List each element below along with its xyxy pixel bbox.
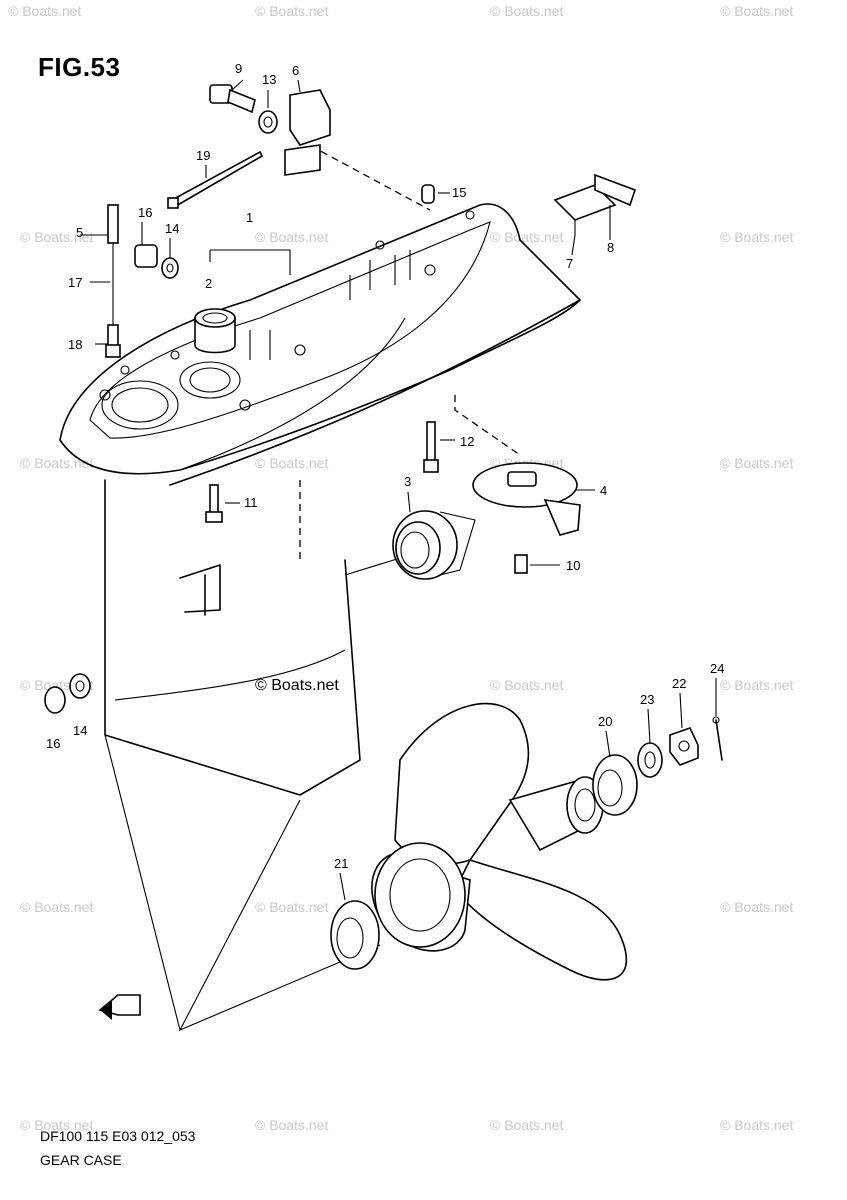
part-label-24: 24 <box>710 661 724 676</box>
watermark: © Boats.net <box>720 677 793 693</box>
part-19-long-bolt <box>167 150 264 209</box>
part-4-anode <box>472 462 581 536</box>
part-22-nut <box>669 727 699 766</box>
part-label-22: 22 <box>672 676 686 691</box>
part-label-9: 9 <box>235 61 242 76</box>
watermark: © Boats.net <box>255 1117 328 1133</box>
watermark: © Boats.net <box>490 3 563 19</box>
part-label-5: 5 <box>76 225 83 240</box>
watermark: © Boats.net <box>720 229 793 245</box>
part-labels: 1 2 3 4 5 6 7 8 9 10 11 12 13 14 14 15 1… <box>46 61 724 871</box>
center-watermark: © Boats.net <box>255 677 339 694</box>
watermark: © Boats.net <box>720 3 793 19</box>
front-direction-arrow-icon <box>98 994 141 1020</box>
part-label-12: 12 <box>460 434 474 449</box>
part-9-bolt <box>209 84 256 114</box>
gear-case-housing <box>59 139 581 796</box>
watermark: © Boats.net <box>720 455 793 471</box>
label-leaders <box>141 79 717 901</box>
part-label-20: 20 <box>598 714 612 729</box>
part-15-pin <box>421 184 435 204</box>
part-label-16-bottom: 16 <box>46 736 60 751</box>
part-23-washer <box>637 742 663 778</box>
part-12-bolt <box>423 421 439 473</box>
watermark: © Boats.net <box>8 3 81 19</box>
part-24-cotter-pin <box>712 716 723 761</box>
watermark: © Boats.net <box>720 899 793 915</box>
part-20-thrust-washer <box>592 754 638 816</box>
section-name: GEAR CASE <box>40 1152 122 1168</box>
part-label-18: 18 <box>68 337 82 352</box>
model-code: DF100 115 E03 012_053 <box>40 1128 196 1144</box>
part-label-7: 7 <box>566 256 573 271</box>
part-16-14-plug-top <box>134 244 179 279</box>
part-label-23: 23 <box>640 692 654 707</box>
figure-title: FIG.53 <box>38 52 121 82</box>
part-label-4: 4 <box>600 483 607 498</box>
part-label-16-top: 16 <box>138 205 152 220</box>
part-label-1: 1 <box>246 210 253 225</box>
watermark: © Boats.net <box>20 1117 93 1133</box>
propeller <box>371 702 628 981</box>
watermark: © Boats.net <box>490 677 563 693</box>
part-label-11: 11 <box>244 495 258 510</box>
part-5-17-18-stud <box>105 204 121 358</box>
part-label-17: 17 <box>68 275 82 290</box>
part-label-14-bottom: 14 <box>73 723 87 738</box>
watermark: © Boats.net <box>255 229 328 245</box>
part-3-bearing <box>392 510 476 580</box>
watermark: © Boats.net <box>20 455 93 471</box>
part-label-6: 6 <box>292 63 299 78</box>
part-10-screw <box>514 554 528 574</box>
part-2-sleeve <box>194 308 236 354</box>
part-label-10: 10 <box>566 558 580 573</box>
part-16-14-plug-bottom <box>44 673 91 714</box>
part-11-bolt <box>205 484 223 523</box>
part-7-8-plate <box>553 173 637 235</box>
part-label-19: 19 <box>196 148 210 163</box>
part-6-bracket <box>284 89 331 176</box>
watermark: © Boats.net <box>255 455 328 471</box>
watermark: © Boats.net <box>255 3 328 19</box>
part-21-thrust-washer <box>330 900 380 970</box>
watermark: © Boats.net <box>490 1117 563 1133</box>
part-label-21: 21 <box>334 856 348 871</box>
part-label-14-top: 14 <box>165 221 179 236</box>
part-label-8: 8 <box>607 240 614 255</box>
part-13-washer <box>258 110 278 134</box>
watermark: © Boats.net <box>20 229 93 245</box>
part-label-15: 15 <box>452 185 466 200</box>
part-label-3: 3 <box>404 474 411 489</box>
watermark: © Boats.net <box>720 1117 793 1133</box>
part-label-2: 2 <box>205 276 212 291</box>
watermark: © Boats.net <box>255 899 328 915</box>
watermark: © Boats.net <box>20 899 93 915</box>
watermark: © Boats.net <box>490 229 563 245</box>
part-label-13: 13 <box>262 72 276 87</box>
